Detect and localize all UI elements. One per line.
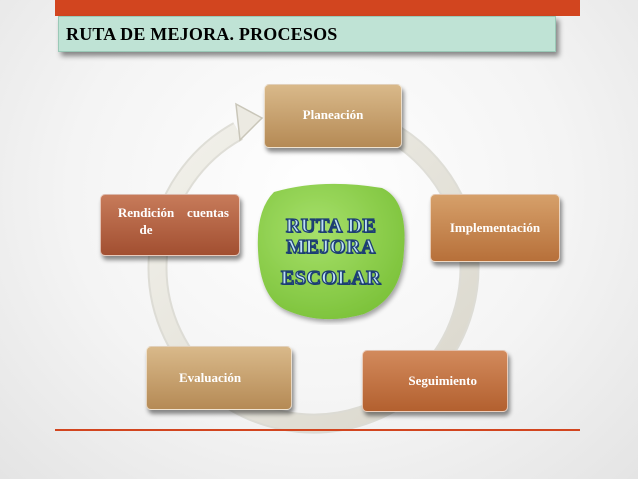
process-label-seguimiento: Seguimiento — [408, 373, 477, 388]
bottom-divider — [55, 429, 580, 431]
cycle-arrow-head — [235, 102, 264, 142]
center-node: RUTA DE MEJORA ESCOLAR — [252, 180, 410, 325]
top-accent-bar — [55, 0, 580, 16]
title-banner: RUTA DE MEJORA. PROCESOS — [58, 16, 556, 52]
process-label-rendicion-line2: cuentas — [187, 205, 229, 220]
process-label-implementacion: Implementación — [449, 220, 541, 235]
center-blob-path — [257, 183, 405, 320]
page-title: RUTA DE MEJORA. PROCESOS — [66, 23, 338, 44]
center-title-line3: ESCOLAR — [280, 267, 382, 289]
process-label-rendicion-line1: Rendición de — [117, 205, 175, 237]
center-title-line1: RUTA DE — [285, 215, 377, 237]
process-node-evaluacion: Evaluación — [146, 346, 292, 410]
center-title-line2: MEJORA — [286, 236, 376, 258]
process-node-rendicion: Rendición de cuentas — [100, 194, 240, 256]
process-node-implementacion: Implementación — [430, 194, 560, 262]
process-node-seguimiento: Seguimiento — [362, 350, 508, 412]
center-shape — [257, 183, 405, 320]
process-label-planeacion: Planeación — [302, 107, 364, 122]
process-label-evaluacion: Evaluación — [179, 370, 242, 385]
process-node-planeacion: Planeación — [264, 84, 402, 148]
